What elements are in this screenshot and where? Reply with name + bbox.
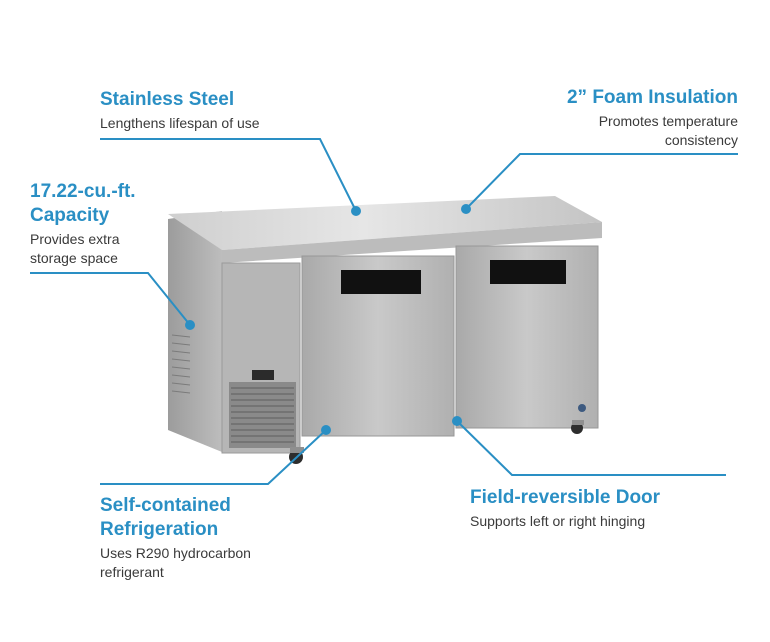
callout-description-line: consistency [664,132,738,148]
leader-refrigeration [100,429,327,485]
temperature-display [252,370,274,380]
cabinet-top-edge [222,222,602,263]
callout-description: Uses R290 hydrocarbon refrigerant [100,544,340,582]
callout-title: Stainless Steel [100,89,235,110]
leader-capacity [30,272,191,326]
callout-refrigeration: Self-contained Refrigeration Uses R290 h… [100,494,340,582]
side-vents [171,334,191,394]
callout-description-line: storage space [30,250,118,266]
callout-title: Field-reversible Door [470,487,661,508]
brand-badge [578,404,586,412]
callout-stainless-steel: Stainless Steel Lengthens lifespan of us… [100,88,340,133]
callout-title-line: 17.22-cu.-ft. [30,181,136,202]
right-door-handle [490,260,566,284]
callout-description: Provides extra storage space [30,230,210,268]
leader-lines [30,138,738,485]
callout-description: Promotes temperature consistency [470,112,738,150]
left-door-handle [341,270,421,294]
cabinet-top [168,196,602,250]
callout-title: 2” Foam Insulation [566,87,738,108]
leader-dots [185,204,471,435]
grille-slats [231,387,294,443]
callout-description-line: Provides extra [30,231,120,247]
callout-description-line: Uses R290 hydrocarbon [100,545,251,561]
callout-foam-insulation: 2” Foam Insulation Promotes temperature … [470,86,738,150]
callout-description-line: refrigerant [100,564,164,580]
callout-description: Lengthens lifespan of use [100,115,260,131]
leader-foam-insulation [465,153,738,210]
compressor-grille [229,382,296,448]
callout-title: Self-contained Refrigeration [100,494,340,542]
leader-stainless-steel [100,138,357,212]
callout-title: 17.22-cu.-ft. Capacity [30,180,210,228]
callout-title-line: Self-contained [100,495,231,516]
callout-title-line: Refrigeration [100,519,219,540]
callout-title-line: Capacity [30,205,110,226]
callout-capacity: 17.22-cu.-ft. Capacity Provides extra st… [30,180,210,268]
leader-door [456,420,726,476]
callout-description-line: Promotes temperature [598,113,738,129]
callout-field-reversible-door: Field-reversible Door Supports left or r… [470,486,732,531]
callout-description: Supports left or right hinging [470,513,646,529]
